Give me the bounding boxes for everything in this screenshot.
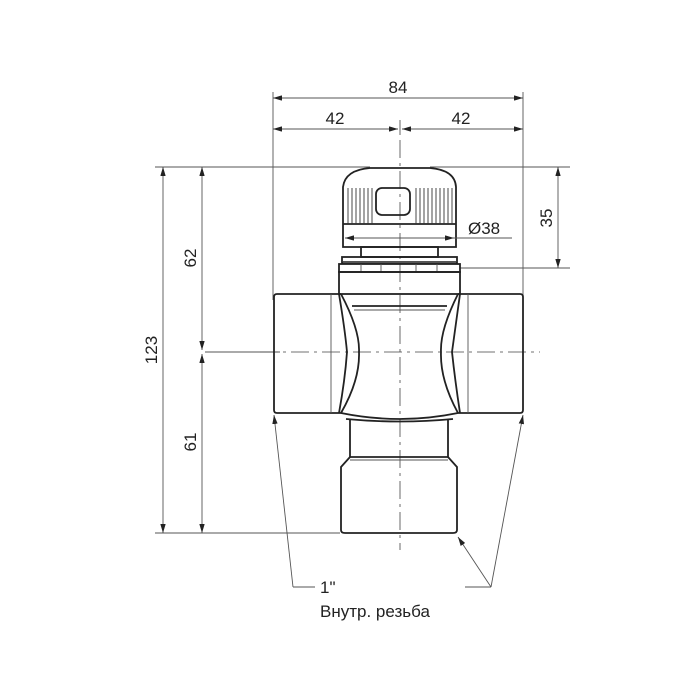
- label-upper-height: 62: [181, 249, 200, 268]
- valve-central-body: [338, 293, 461, 423]
- knob-window: [375, 187, 411, 216]
- port-bottom: [340, 419, 458, 534]
- thread-leader: 1" Внутр. резьба: [272, 414, 525, 621]
- label-half-width-left: 42: [326, 109, 345, 128]
- dimension-total-height: 123: [142, 167, 166, 533]
- port-left: [273, 293, 341, 414]
- thermostat-knob: Ø38: [342, 167, 512, 248]
- label-half-width-right: 42: [452, 109, 471, 128]
- label-cap-height: 35: [537, 209, 556, 228]
- extension-lines: [155, 92, 570, 534]
- valve-drawing: Ø38: [273, 167, 524, 534]
- dimension-split-height: 62 61: [181, 167, 205, 533]
- port-right: [458, 293, 524, 414]
- valve-neck: [338, 246, 461, 295]
- dimension-cap-height: 35: [537, 167, 561, 268]
- label-total-width: 84: [389, 78, 408, 97]
- dimension-half-width: 42 42: [273, 109, 523, 132]
- label-total-height: 123: [142, 336, 161, 364]
- dimension-total-width: 84: [273, 78, 523, 101]
- label-thread-size: 1": [320, 578, 336, 597]
- label-lower-height: 61: [181, 433, 200, 452]
- label-thread-note: Внутр. резьба: [320, 602, 430, 621]
- label-cap-diameter: Ø38: [468, 219, 500, 238]
- center-lines: [260, 140, 540, 550]
